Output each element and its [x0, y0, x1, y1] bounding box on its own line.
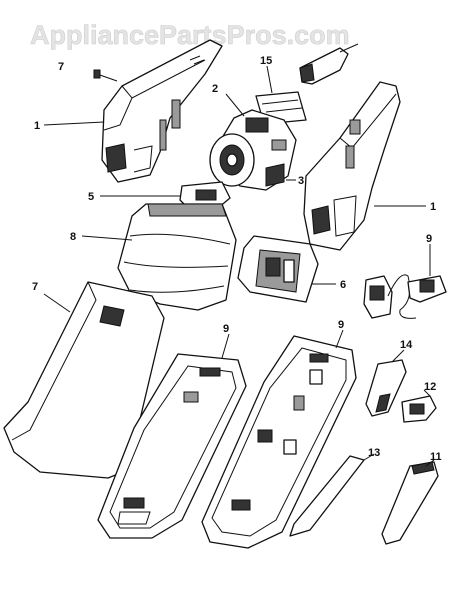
callout-10-left-base: 9: [223, 323, 229, 335]
part-9-filter-bag: [81, 203, 237, 311]
watermark-text: AppliancePartsPros.com: [30, 20, 350, 50]
callout-6: 6: [340, 279, 346, 291]
part-10-base-right: [201, 329, 357, 549]
part-10-base-left: [97, 333, 247, 539]
callout-12: 12: [424, 381, 436, 393]
callout-1-left: 1: [34, 120, 40, 132]
part-1-right-handle: [303, 81, 426, 251]
callout-15: 15: [260, 55, 272, 67]
callout-5: 5: [88, 191, 94, 203]
part-latch-top-right: [299, 43, 359, 85]
callout-11: 11: [430, 451, 442, 463]
part-12-connector: [401, 389, 437, 423]
callout-1-right: 1: [430, 201, 436, 213]
callout-10-adapter: 9: [426, 233, 432, 245]
part-14-pivot: [365, 349, 407, 417]
part-1-left-handle: [101, 39, 223, 183]
callout-10-right-base: 9: [338, 319, 344, 331]
part-13-crevice-tool: [289, 453, 375, 537]
part-10-charger-adapter: [363, 244, 447, 319]
part-6-filter-frame: [237, 235, 336, 303]
part-2-3-motor-assembly: [209, 93, 297, 191]
part-7-cover: [3, 281, 165, 479]
callout-2: 2: [212, 83, 218, 95]
callout-7: 7: [32, 281, 38, 293]
callout-14: 14: [400, 339, 413, 351]
callout-8: 7: [58, 61, 64, 73]
part-11-nozzle: [381, 459, 439, 545]
callout-9: 8: [70, 231, 76, 243]
part-8-screw: [93, 69, 118, 82]
callout-3: 3: [298, 175, 304, 187]
callout-13: 13: [368, 447, 380, 459]
